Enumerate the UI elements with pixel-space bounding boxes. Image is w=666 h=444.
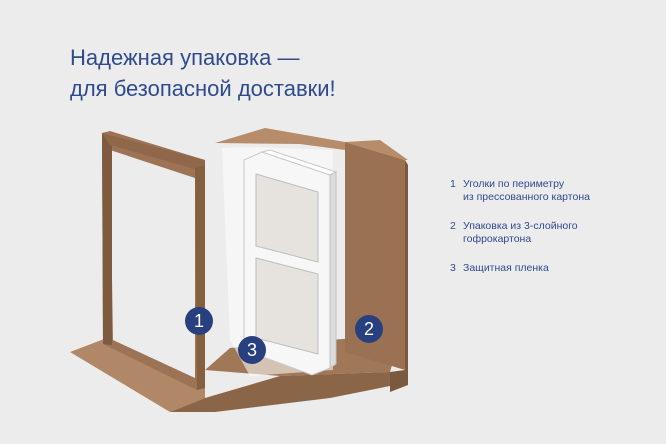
cardboard-right-top: [345, 140, 408, 160]
legend-item: 3 Защитная пленка: [450, 262, 650, 275]
cardboard-top-flap: [215, 128, 345, 150]
window-frame: [243, 149, 338, 376]
legend-text-line: Упаковка из 3-слойного: [463, 220, 578, 232]
badge-2: 2: [355, 315, 383, 343]
cardboard-right-front: [390, 160, 408, 392]
legend-number: 1: [450, 178, 456, 190]
page-heading: Надежная упаковка — для безопасной доста…: [70, 42, 336, 104]
legend-text-line: Уголки по периметру: [463, 178, 565, 190]
legend-text-line: Защитная пленка: [463, 262, 549, 274]
cardboard-corner-frame-left-post: [102, 133, 112, 345]
cardboard-corner-frame-left-inner: [110, 150, 195, 378]
cardboard-corner-frame-left-top: [102, 133, 205, 172]
cardboard-right-back: [345, 142, 405, 370]
heading-line-2: для безопасной доставки!: [70, 76, 336, 101]
legend: 1 Уголки по периметру из прессованного к…: [450, 178, 650, 291]
legend-number: 2: [450, 220, 456, 232]
legend-number: 3: [450, 262, 456, 274]
legend-text-line: из прессованного картона: [463, 191, 590, 203]
badge-1: 1: [185, 307, 213, 335]
badge-3: 3: [238, 336, 266, 364]
cardboard-floor-left-flap: [70, 336, 205, 412]
legend-item: 1 Уголки по периметру из прессованного к…: [450, 178, 650, 204]
heading-line-1: Надежная упаковка —: [70, 45, 300, 70]
cardboard-floor-front: [170, 372, 395, 412]
legend-text-line: гофрокартона: [463, 233, 532, 245]
legend-item: 2 Упаковка из 3-слойного гофрокартона: [450, 220, 650, 246]
